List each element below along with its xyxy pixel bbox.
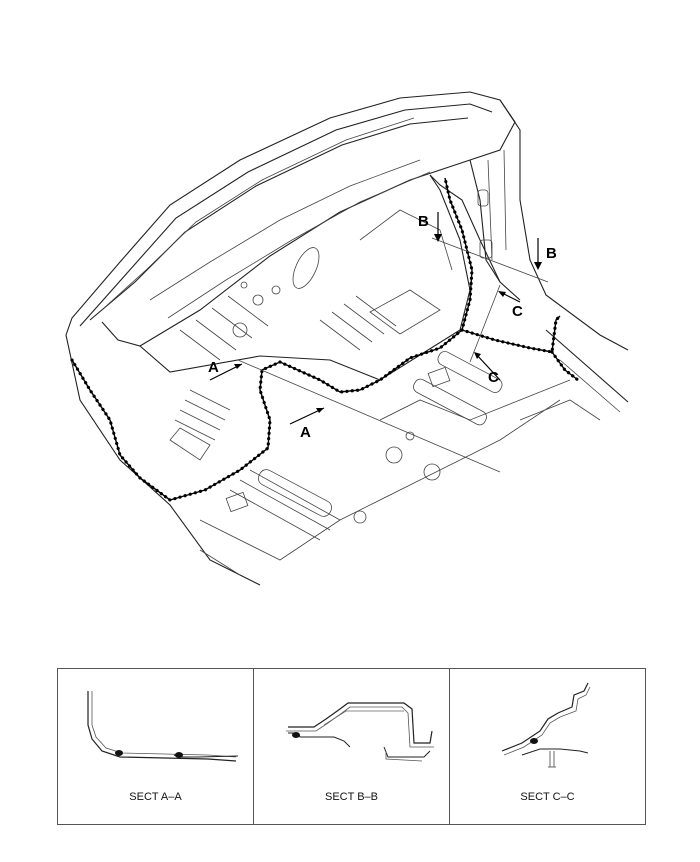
section-c-label: C: [512, 303, 523, 320]
section-b-label: B: [418, 213, 429, 230]
section-a-caption: SECT A–A: [129, 791, 182, 803]
sealer-dot: [115, 750, 123, 756]
section-a-marker: A A: [208, 359, 501, 473]
side-pillar: [469, 99, 629, 413]
section-b-profile: [286, 702, 434, 762]
section-b-caption: SECT B–B: [325, 791, 378, 803]
section-c-panel: SECT C–C: [450, 669, 645, 824]
section-c-label: C: [488, 369, 499, 386]
section-a-profile: [87, 691, 239, 762]
section-c-marker: C C: [469, 284, 523, 386]
section-c-profile: [501, 682, 591, 768]
cowl-panel: [65, 91, 516, 347]
section-b-panel: SECT B–B: [254, 669, 450, 824]
sealer-bead: [70, 176, 580, 502]
section-b-label: B: [546, 245, 557, 262]
body-panel-sealer-diagram: A A B B C C: [65, 91, 629, 586]
section-a-label: A: [300, 424, 311, 441]
section-a-panel: SECT A–A: [58, 669, 254, 824]
section-a-label: A: [208, 359, 219, 376]
section-views-box: SECT A–A SECT B–B SECT C–C: [57, 668, 646, 825]
sealer-dot: [175, 752, 183, 758]
dash-panel: [139, 174, 521, 381]
sealer-dot: [530, 738, 538, 744]
section-b-marker: B B: [418, 212, 557, 283]
floor-pan: [65, 334, 601, 586]
section-c-caption: SECT C–C: [520, 791, 575, 803]
sealer-dot: [292, 732, 300, 738]
